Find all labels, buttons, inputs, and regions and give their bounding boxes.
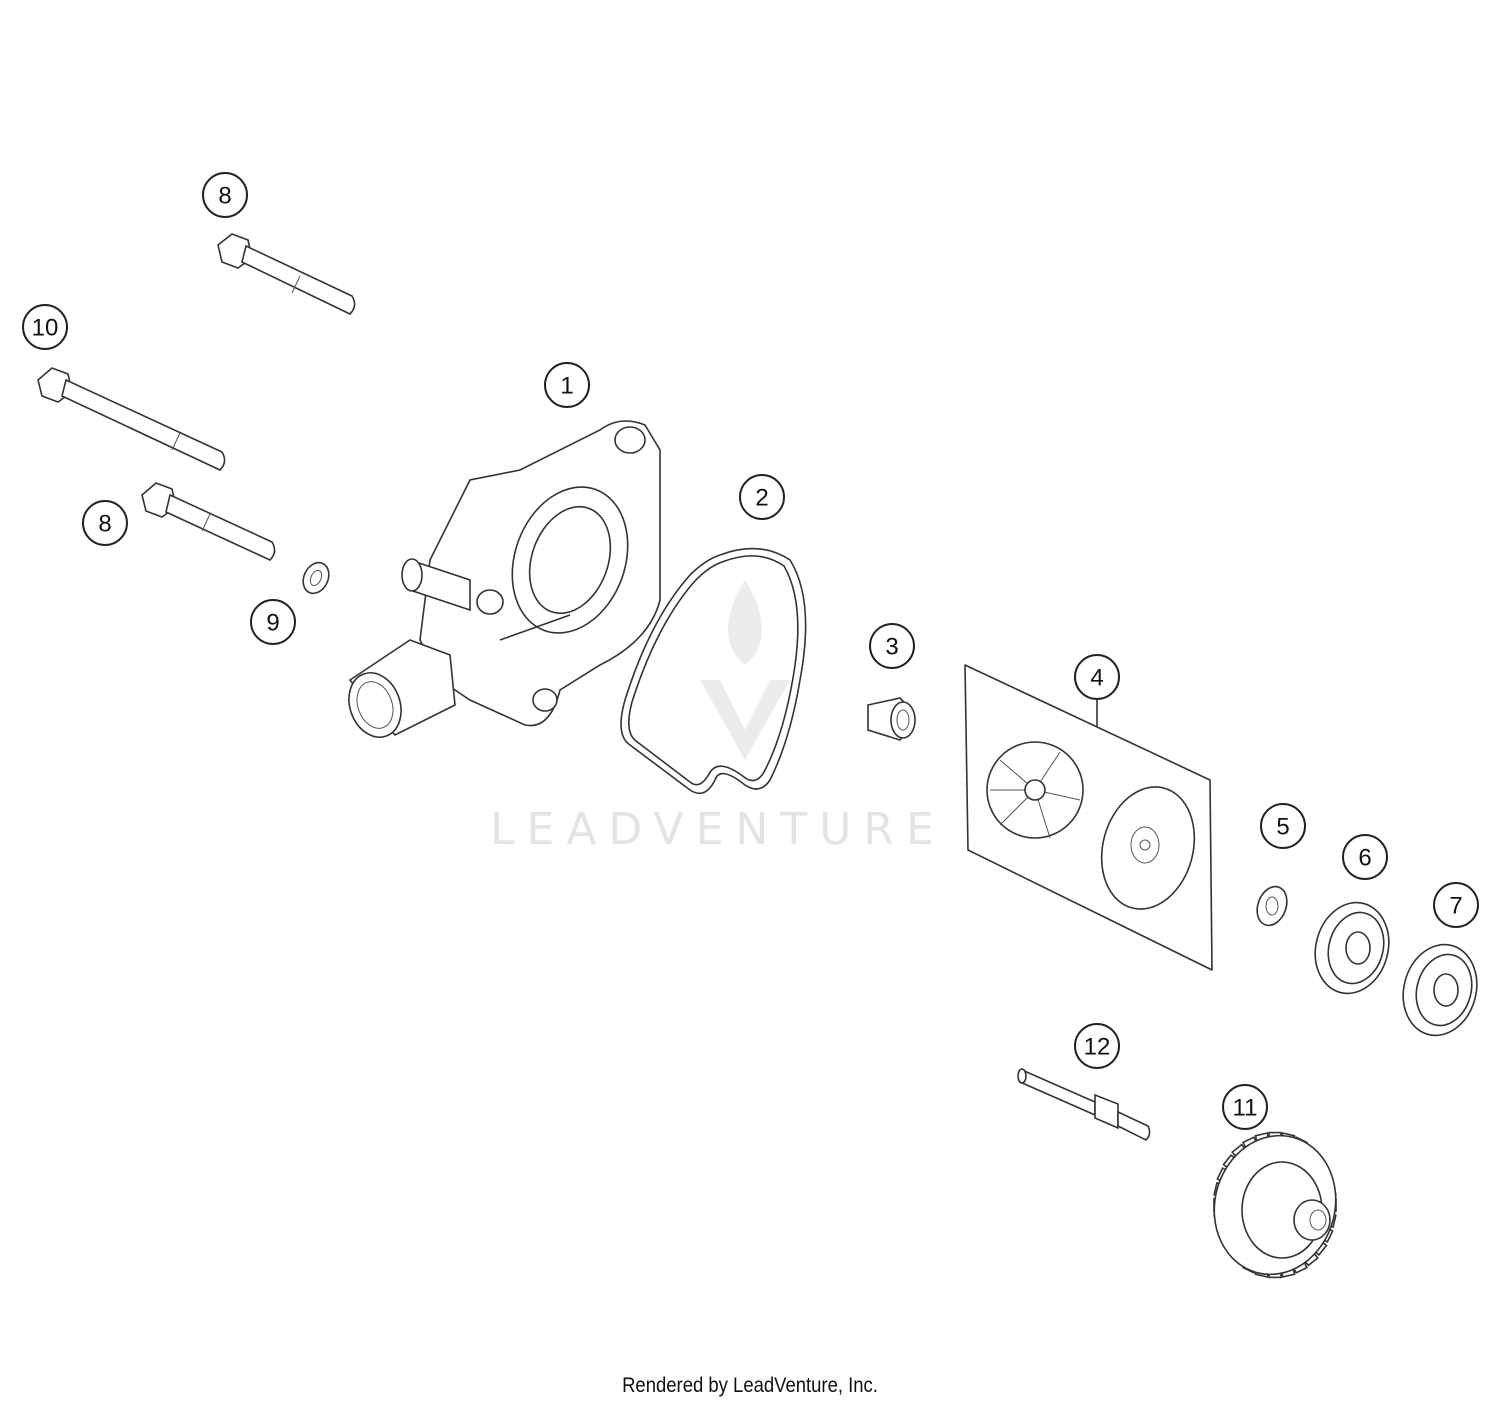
- washer-5: [1256, 885, 1288, 927]
- leadventure-watermark: LEADVENTURE: [490, 580, 946, 855]
- callout-11: 11: [1222, 1084, 1268, 1130]
- callout-7: 7: [1433, 882, 1479, 928]
- callout-label: 1: [560, 373, 573, 400]
- callout-label: 9: [266, 610, 279, 637]
- callout-label: 11: [1233, 1095, 1258, 1122]
- washer-9: [302, 561, 330, 595]
- callout-1: 1: [544, 362, 590, 408]
- impeller-kit-4: [964, 664, 1213, 971]
- callout-3: 3: [869, 623, 915, 669]
- bearing-7: [1402, 943, 1478, 1037]
- callout-5: 5: [1260, 803, 1306, 849]
- bolt-10: [37, 367, 226, 471]
- callout-label: 8: [98, 511, 111, 538]
- callout-2: 2: [739, 474, 785, 520]
- callout-8-top: 8: [202, 172, 248, 218]
- callout-label: 2: [755, 485, 768, 512]
- gasket-2: [620, 547, 807, 795]
- gear-11: [1213, 1131, 1337, 1279]
- bearing-6: [1314, 901, 1390, 995]
- callout-label: 5: [1276, 814, 1289, 841]
- callout-label: 7: [1449, 893, 1462, 920]
- callout-12: 12: [1074, 1023, 1120, 1069]
- callout-label: 8: [218, 183, 231, 210]
- callout-label: 10: [32, 315, 59, 342]
- callout-label: 6: [1358, 845, 1371, 872]
- callout-label: 4: [1090, 665, 1103, 692]
- callout-6: 6: [1342, 834, 1388, 880]
- footer-credit: Rendered by LeadVenture, Inc.: [622, 1374, 878, 1397]
- callout-label: 3: [885, 634, 898, 661]
- callout-10: 10: [22, 304, 68, 350]
- callout-8-middle: 8: [82, 500, 128, 546]
- callout-4: 4: [1074, 654, 1120, 700]
- water-pump-cover-1: [348, 420, 661, 738]
- callout-9: 9: [250, 599, 296, 645]
- bolt-8-middle: [141, 482, 276, 561]
- watermark-text: LEADVENTURE: [490, 804, 946, 855]
- shaft-12: [1017, 1068, 1151, 1141]
- callout-label: 12: [1084, 1034, 1111, 1061]
- seal-3: [867, 697, 916, 741]
- bolt-8-top: [217, 233, 356, 315]
